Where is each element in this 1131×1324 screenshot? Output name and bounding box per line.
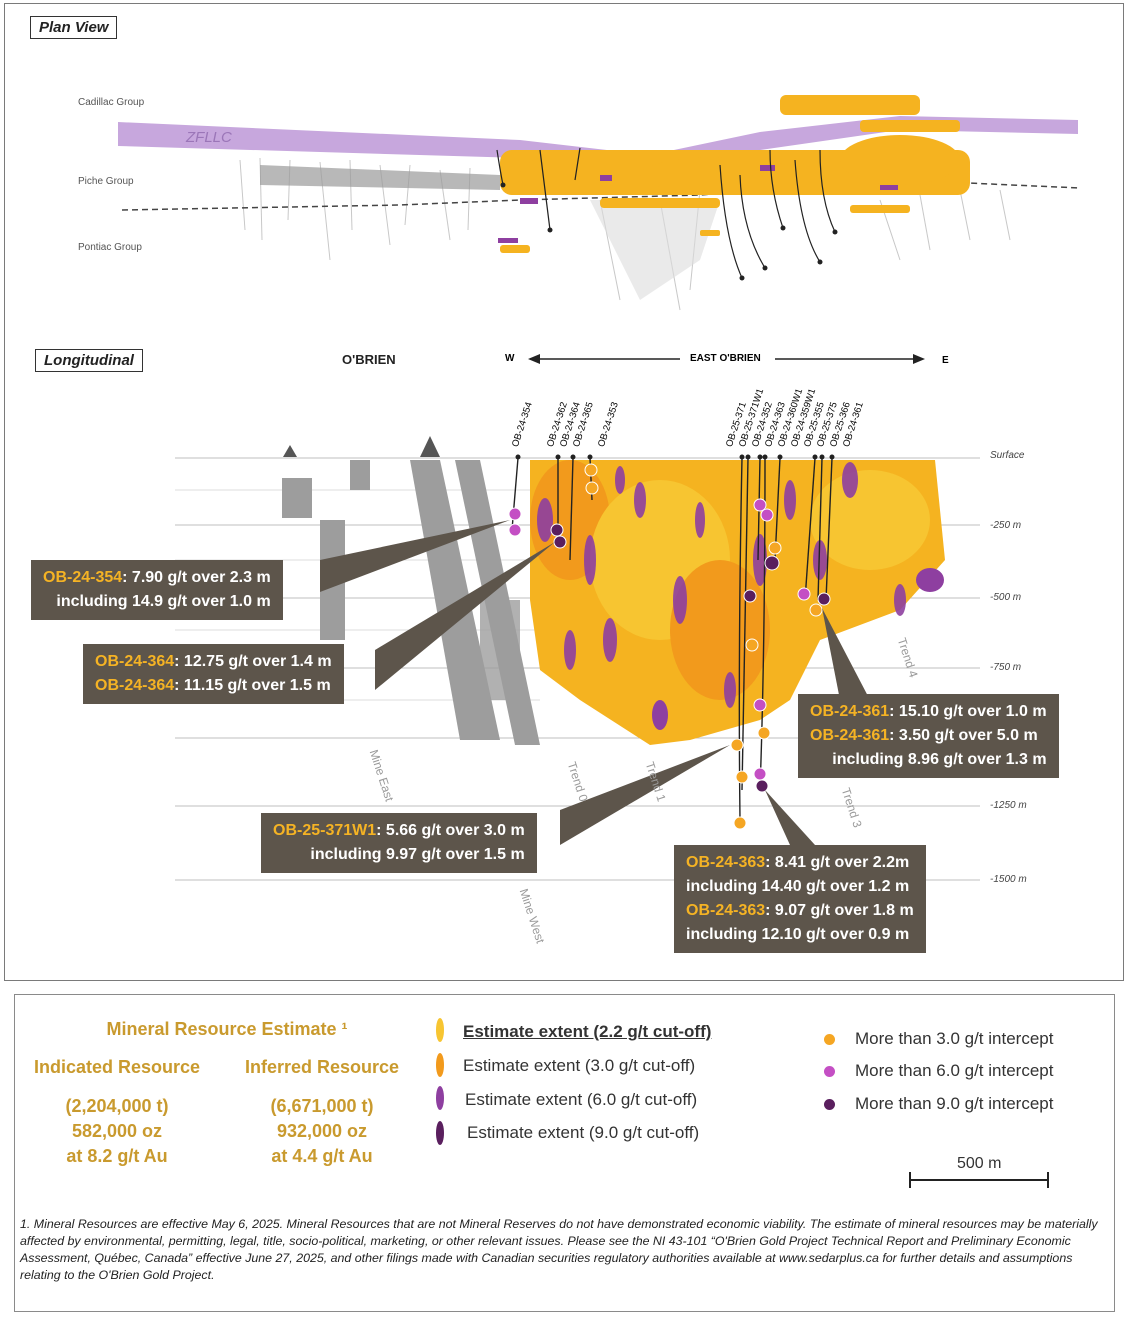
- hole-id: OB-24-363: [686, 854, 766, 871]
- east-obrien-label: EAST O'BRIEN: [690, 353, 761, 364]
- cadillac-group-label: Cadillac Group: [78, 97, 145, 108]
- hole-id: OB-24-361: [810, 703, 890, 720]
- depth-1250: -1250 m: [990, 800, 1027, 811]
- callout-text: : 12.75 g/t over 1.4 m: [174, 653, 332, 670]
- footnote: 1. Mineral Resources are effective May 6…: [20, 1217, 1098, 1282]
- resource-estimate-title: Mineral Resource Estimate ¹: [106, 1019, 348, 1039]
- west-label: W: [505, 353, 515, 364]
- callout-ob-24-363: OB-24-363: 8.41 g/t over 2.2m including …: [674, 845, 926, 953]
- callout-ob-24-354: OB-24-354: 7.90 g/t over 2.3 m including…: [31, 560, 283, 620]
- hole-id: OB-25-371W1: [273, 822, 377, 839]
- callout-text: : 5.66 g/t over 3.0 m: [376, 822, 525, 839]
- piche-group-label: Piche Group: [78, 176, 134, 187]
- intercept-3-dot: [824, 1034, 835, 1045]
- legend-box: [14, 994, 1115, 1312]
- hole-id: OB-24-364: [95, 653, 175, 670]
- callout-text: including 8.96 g/t over 1.3 m: [832, 751, 1047, 768]
- hole-id: OB-24-361: [810, 727, 890, 744]
- depth-surface: Surface: [990, 450, 1025, 461]
- intercept-3-label: More than 3.0 g/t intercept: [855, 1029, 1054, 1048]
- callout-text: : 11.15 g/t over 1.5 m: [174, 677, 331, 694]
- callout-text: including 9.97 g/t over 1.5 m: [310, 846, 525, 863]
- callout-text: : 3.50 g/t over 5.0 m: [889, 727, 1038, 744]
- indicated-grade: at 8.2 g/t Au: [66, 1146, 168, 1166]
- extent-6-0: Estimate extent (6.0 g/t cut-off): [465, 1090, 698, 1109]
- east-label: E: [942, 355, 949, 366]
- depth-1500: -1500 m: [990, 874, 1027, 885]
- callout-text: including 14.40 g/t over 1.2 m: [686, 878, 910, 895]
- indicated-heading: Indicated Resource: [33, 1057, 201, 1077]
- zfllc-label: ZFLLC: [186, 129, 232, 146]
- callout-ob-24-364: OB-24-364: 12.75 g/t over 1.4 m OB-24-36…: [83, 644, 344, 704]
- intercept-9-dot: [824, 1099, 835, 1110]
- obrien-label: O'BRIEN: [342, 352, 396, 367]
- extent-2-2: Estimate extent (2.2 g/t cut-off): [463, 1022, 712, 1041]
- plan-view-graphics: [118, 95, 1081, 311]
- depth-250: -250 m: [990, 520, 1022, 531]
- longitudinal-tag: Longitudinal: [35, 349, 143, 372]
- callout-text: : 7.90 g/t over 2.3 m: [122, 569, 271, 586]
- callout-ob-24-361: OB-24-361: 15.10 g/t over 1.0 m OB-24-36…: [798, 694, 1059, 778]
- extent-9-0: Estimate extent (9.0 g/t cut-off): [467, 1123, 700, 1142]
- callout-text: : 9.07 g/t over 1.8 m: [765, 902, 914, 919]
- depth-750: -750 m: [990, 662, 1022, 673]
- extent-3-0: Estimate extent (3.0 g/t cut-off): [463, 1056, 696, 1075]
- inferred-heading: Inferred Resource: [244, 1057, 400, 1077]
- depth-500: -500 m: [990, 592, 1022, 603]
- scale-bar-label: 500 m: [957, 1155, 1002, 1172]
- intercept-6-dot: [824, 1066, 835, 1077]
- figure-frame: [4, 3, 1124, 981]
- callout-text: : 8.41 g/t over 2.2m: [765, 854, 910, 871]
- callout-text: including 14.9 g/t over 1.0 m: [56, 593, 271, 610]
- longitudinal-graphics: [175, 354, 980, 881]
- plan-view-tag: Plan View: [30, 16, 118, 39]
- inferred-tonnes: (6,671,000 t): [270, 1096, 374, 1116]
- indicated-tonnes: (2,204,000 t): [65, 1096, 169, 1116]
- intercept-6-label: More than 6.0 g/t intercept: [855, 1061, 1054, 1080]
- hole-id: OB-24-354: [43, 569, 123, 586]
- inferred-ounces: 932,000 oz: [276, 1121, 368, 1141]
- pontiac-group-label: Pontiac Group: [78, 242, 142, 253]
- hole-id: OB-24-363: [686, 902, 766, 919]
- inferred-grade: at 4.4 g/t Au: [271, 1146, 373, 1166]
- callout-text: including 12.10 g/t over 0.9 m: [686, 926, 910, 943]
- intercept-9-label: More than 9.0 g/t intercept: [855, 1094, 1054, 1113]
- callout-text: : 15.10 g/t over 1.0 m: [889, 703, 1047, 720]
- callout-ob-25-371w1: OB-25-371W1: 5.66 g/t over 3.0 m includi…: [261, 813, 537, 873]
- indicated-ounces: 582,000 oz: [71, 1121, 163, 1141]
- hole-id: OB-24-364: [95, 677, 175, 694]
